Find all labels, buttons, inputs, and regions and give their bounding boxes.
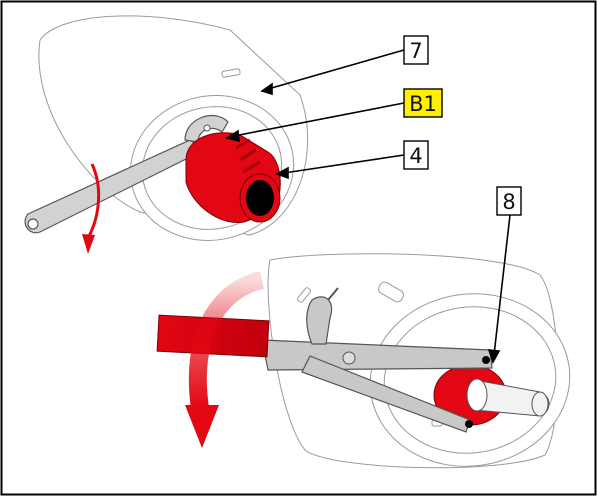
callout-7-label: 7 — [409, 39, 422, 63]
callout-leaders — [224, 49, 511, 364]
callout-4: 4 — [403, 140, 429, 170]
shaft-and-adapter — [433, 364, 550, 426]
rotation-arrow-bottom — [185, 271, 265, 448]
callout-4-label: 4 — [409, 144, 422, 168]
callout-8: 8 — [496, 186, 522, 216]
callout-8-label: 8 — [502, 190, 515, 214]
callout-b1: B1 — [403, 88, 443, 118]
callout-b1-label: B1 — [409, 92, 437, 116]
pin-spanner-tool — [156, 287, 493, 433]
rotation-arrow-top — [82, 163, 101, 254]
threaded-nut-part — [185, 132, 281, 223]
callout-7: 7 — [403, 35, 429, 65]
hook-spanner-wrench — [24, 114, 229, 234]
